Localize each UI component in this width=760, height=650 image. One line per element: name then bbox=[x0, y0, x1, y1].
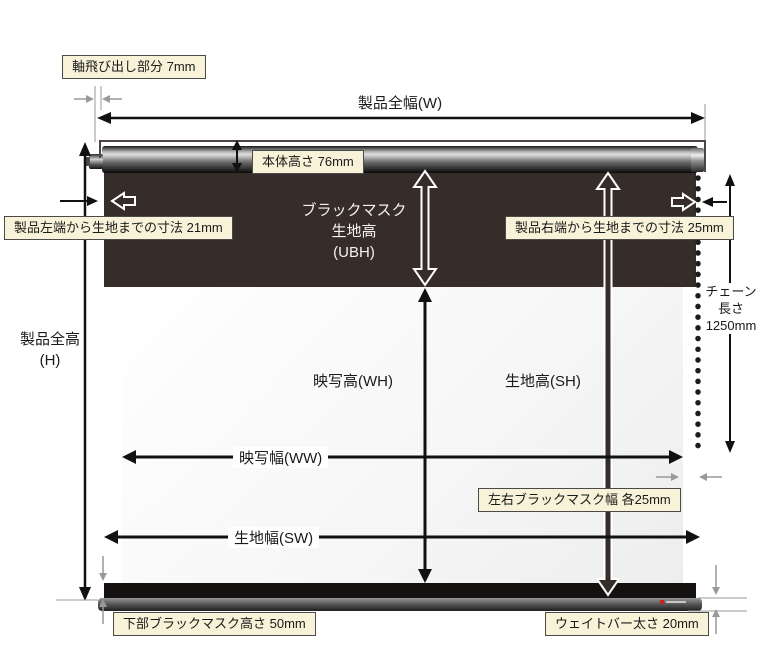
viewing-height-label: 映写高(WH) bbox=[313, 373, 393, 390]
body-height-label: 本体高さ 76mm bbox=[252, 150, 364, 174]
roller-shaft bbox=[89, 154, 103, 169]
weight-bar bbox=[98, 598, 702, 611]
product-height-arrow bbox=[56, 142, 98, 601]
chain-length-label: チェーン 長さ 1250mm bbox=[702, 283, 760, 334]
left-edge-label: 製品左端から生地までの寸法 21mm bbox=[4, 216, 233, 240]
roller-end-cap bbox=[691, 148, 704, 172]
weight-bar-brand-mark bbox=[660, 600, 690, 605]
product-width-label: 製品全幅(W) bbox=[357, 95, 443, 112]
fabric-width-label: 生地幅(SW) bbox=[228, 527, 320, 548]
weight-bar-thickness-label: ウェイトバー太さ 20mm bbox=[545, 612, 709, 636]
bottom-black-mask bbox=[104, 583, 696, 598]
bottom-mask-height-label: 下部ブラックマスク高さ 50mm bbox=[113, 612, 316, 636]
shaft-protrusion-arrows bbox=[74, 86, 122, 142]
side-mask-width-label: 左右ブラックマスク幅 各25mm bbox=[478, 488, 681, 512]
roller-case bbox=[102, 146, 698, 173]
right-edge-label: 製品右端から生地までの寸法 25mm bbox=[505, 216, 734, 240]
fabric-height-label: 生地高(SH) bbox=[505, 373, 581, 390]
viewing-width-label: 映写幅(WW) bbox=[233, 447, 329, 468]
shaft-protrusion-label: 軸飛び出し部分 7mm bbox=[62, 55, 206, 79]
roller-shaft-nub bbox=[84, 157, 90, 166]
viewing-surface bbox=[122, 287, 683, 583]
upper-mask-height-label: ブラックマスク 生地高 (UBH) bbox=[301, 202, 407, 261]
product-height-label: 製品全高 (H) bbox=[19, 331, 80, 369]
